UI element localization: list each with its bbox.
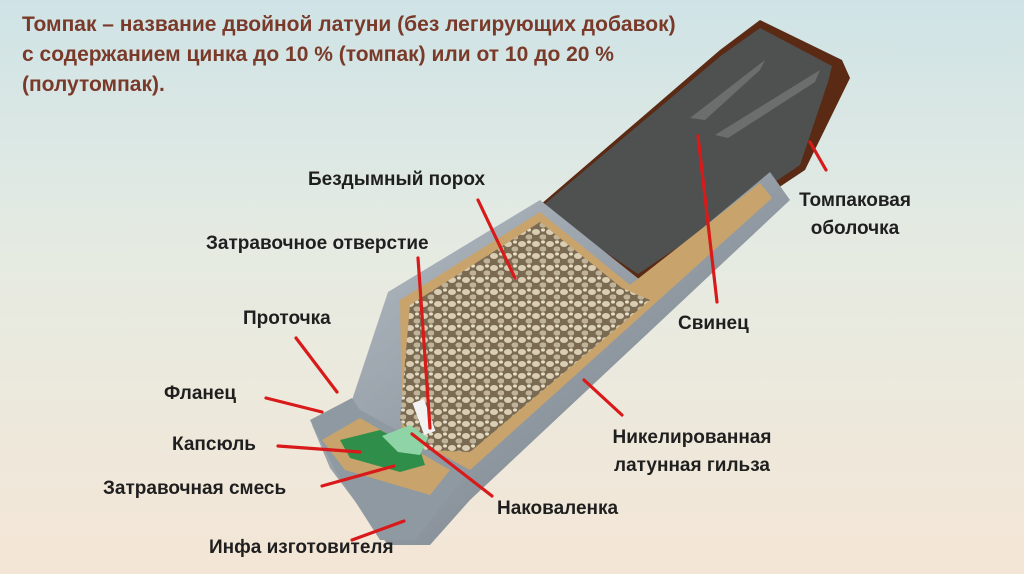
label-tompak-jacket-line-2: оболочка	[780, 215, 930, 243]
label-lead: Свинец	[678, 311, 749, 337]
leader-groove	[296, 338, 337, 392]
label-priming-mix: Затравочная смесь	[103, 476, 286, 502]
label-groove: Проточка	[243, 306, 331, 332]
label-tompak-jacket-line-1: Томпаковая	[780, 187, 930, 215]
label-rim: Фланец	[164, 381, 236, 407]
label-flash-hole: Затравочное отверстие	[206, 231, 429, 257]
leader-rim	[266, 398, 322, 412]
label-anvil: Наковаленка	[497, 496, 618, 522]
label-tompak-jacket: Томпаковая оболочка	[780, 187, 930, 243]
label-primer: Капсюль	[172, 432, 256, 458]
label-maker-info: Инфа изготовителя	[209, 535, 394, 561]
label-nickel-case-line-2: латунная гильза	[592, 452, 792, 480]
label-nickel-case-line-1: Никелированная	[592, 424, 792, 452]
label-powder: Бездымный порох	[308, 167, 485, 193]
leader-jacket	[810, 142, 826, 170]
leader-case	[584, 380, 622, 415]
label-nickel-case: Никелированная латунная гильза	[592, 424, 792, 480]
